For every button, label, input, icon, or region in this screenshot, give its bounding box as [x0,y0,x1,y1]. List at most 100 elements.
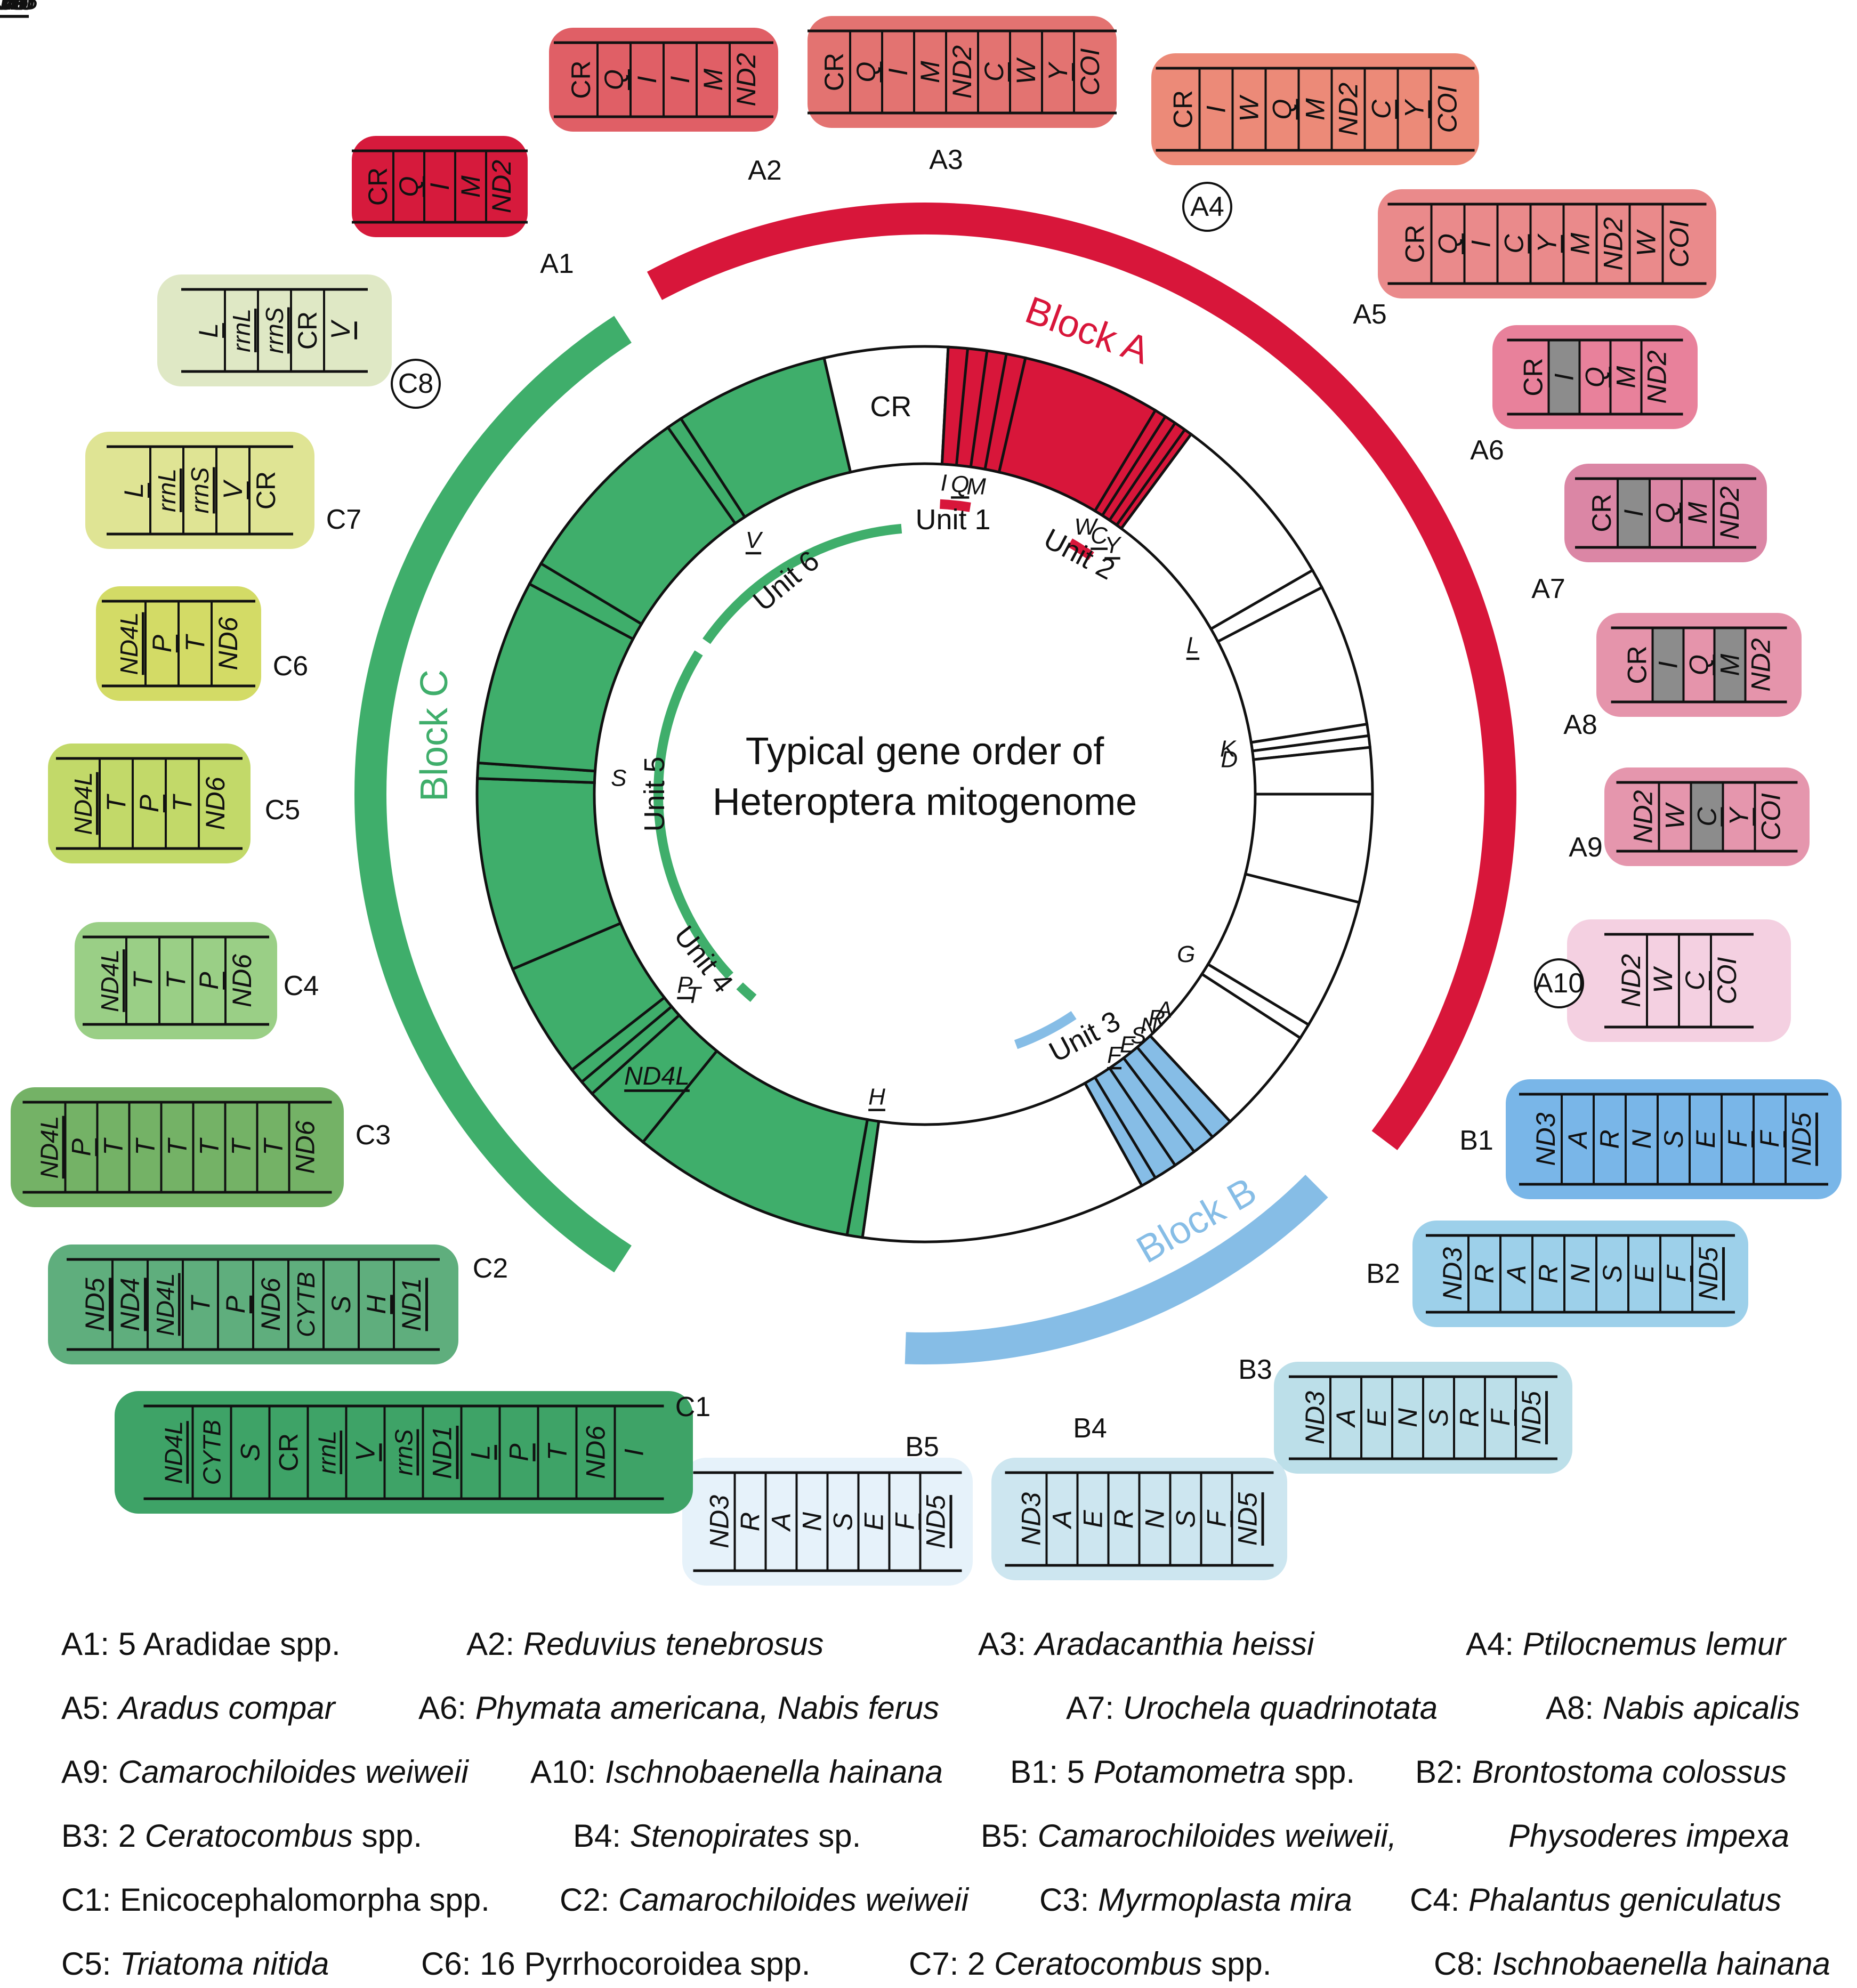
gene-cell: N [1393,1408,1423,1427]
legend-code: C5: [61,1946,111,1982]
arrangement-b2 [1412,1221,1748,1327]
legend-item: B1: 5 Potamometra spp. [1010,1753,1355,1790]
arrangement-box [157,274,392,386]
gene-cell: T [128,971,158,989]
gene-cell: L [466,1445,496,1460]
gene-cell: ND5 [921,1495,951,1548]
legend-code: C1: [61,1882,111,1918]
highlight-cell [1691,782,1723,851]
arrangement-label: C6 [273,651,308,682]
gene-cell: ND4 [115,1278,145,1331]
gene-cell: I [1653,661,1683,668]
gene-cell: M [915,61,945,83]
legend-code: C7: [909,1946,959,1982]
legend-code: C4: [1410,1882,1460,1918]
gene-cell: I [425,183,455,190]
gene-cell: ND2 [731,53,761,106]
gene-cell: ND4L [115,612,143,675]
gene-cell: rrnL [228,309,255,352]
units [653,499,1094,1049]
gene-cell: ND3 [1531,1112,1561,1166]
gene-cell: I [1619,509,1649,516]
arrangement-a6 [1492,325,1698,429]
gene-cell: ND6 [200,777,230,830]
legend-species: Aradacanthia heissi [1035,1626,1314,1662]
legend-item: C1: Enicocephalomorpha spp. [61,1881,490,1918]
arrangement-label: B2 [1366,1258,1400,1289]
gene-cell: F [1723,1130,1753,1147]
gene-cell: W [1234,94,1264,122]
legend-species: Aradus compar [118,1690,335,1726]
unit-1-bar [939,499,971,512]
gene-cell: L [119,483,149,498]
ring-label-atp6: ATP6 [0,0,35,16]
arrangement-label: C8 [398,368,433,399]
gene-cell: ND2 [1715,486,1745,539]
gene-cell: ND5 [1693,1247,1723,1300]
gene-cell: Q [599,69,629,90]
legend-code: B5: [981,1818,1029,1854]
gene-cell: V [218,479,248,499]
gene-cell: P [221,1295,251,1313]
gene-cell: T [259,1137,288,1155]
gene-cell: P [194,972,224,990]
legend-species: Reduvius tenebrosus [523,1626,824,1662]
gene-cell: CR [1622,645,1652,684]
gene-cell: F [1485,1408,1515,1426]
ring-segment-rrns [679,356,852,519]
gene-cell: COI [1665,220,1694,268]
ring-trna-b-f: F [1107,1042,1123,1068]
gene-cell: rrnS [261,307,288,353]
gene-cell: T [180,634,210,652]
gene-cell: I [1549,373,1579,381]
arrangement-c4 [75,922,277,1039]
arrangement-box [85,432,314,549]
legend-item: B2: Brontostoma colossus [1415,1753,1787,1790]
ring-trna-p: P [677,972,693,998]
gene-cell: C [1499,234,1529,254]
gene-cell: COI [1756,793,1786,841]
ring-trna-s: S [611,765,626,791]
ring-label-nd5: ND5 [0,0,29,16]
gene-cell: T [227,1137,256,1155]
trna-divider [1123,1057,1196,1153]
arrangement-label: B1 [1459,1125,1493,1156]
ring-trna-h: H [868,1084,885,1110]
legend-item: C8: Ischnobaenella hainana [1434,1945,1830,1982]
arrangement-c6 [96,586,261,701]
legend-plain [596,1754,605,1790]
ring-label-cytb: CYTB [0,0,38,16]
ring-trna-g: G [1177,941,1195,967]
gene-cell: COI [1075,48,1105,95]
legend-item: A8: Nabis apicalis [1546,1690,1800,1726]
arrangement-a3 [808,16,1117,128]
highlight-cell [1548,340,1580,414]
gene-cell: C [1680,971,1710,990]
gene-cell: ND1 [427,1426,457,1479]
gene-cell: T [161,971,191,989]
gene-cell: ND1 [397,1278,426,1331]
gene-cell: Y [1400,99,1430,118]
arrangement-label: A8 [1563,709,1597,740]
gene-cell: A [1563,1130,1593,1150]
legend-code: A3: [978,1626,1027,1662]
unit-4-bar [736,982,757,1002]
ring-label-nd4l: ND4L [624,1062,690,1090]
legend-plain [1114,1690,1123,1726]
legend-plain [1463,1754,1472,1790]
arrangement-box [1564,464,1767,562]
legend-species: Camarochiloides weiweii [118,1754,469,1790]
ring-label-nd2: ND2 [0,0,29,16]
gene-cell: T [185,1295,215,1313]
gene-cell: S [1659,1130,1689,1148]
arrangement-label: A5 [1353,299,1387,330]
legend-plain [621,1818,630,1854]
ring-trna-c: C [1091,523,1108,549]
legend-item: B3: 2 Ceratocombus spp. [61,1817,422,1854]
legend-species: Ptilocnemus lemur [1522,1626,1786,1662]
arrangement-a2 [549,28,778,132]
ring-label-nd1: ND1 [0,0,29,16]
arrangement-box [1412,1221,1748,1327]
legend-code: B3: [61,1818,110,1854]
